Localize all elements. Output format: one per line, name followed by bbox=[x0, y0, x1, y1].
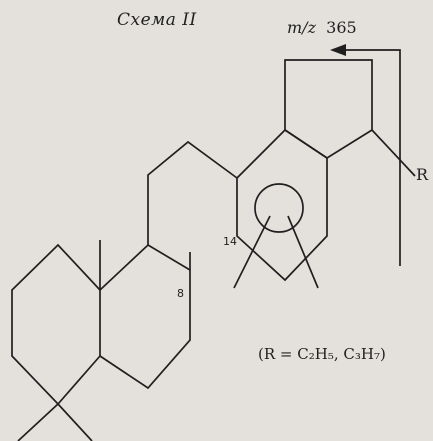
ring-b bbox=[99, 243, 191, 390]
ring-c-aromatic bbox=[236, 128, 328, 282]
mz-prefix: m/z bbox=[287, 18, 316, 37]
substituent-note: (R = C₂H₅, C₃H₇) bbox=[258, 345, 386, 363]
ring-d-cyclopentane bbox=[284, 59, 373, 160]
arrow-head-icon bbox=[330, 44, 346, 56]
aromatic-circle bbox=[254, 183, 304, 233]
cleavage-line-right bbox=[287, 215, 319, 289]
mz-fragment-label: m/z 365 bbox=[287, 20, 357, 36]
atom-number-14: 14 bbox=[223, 235, 237, 248]
scheme-title: Схема II bbox=[117, 10, 197, 30]
mz-value: 365 bbox=[326, 18, 357, 37]
gem-dimethyl bbox=[17, 403, 93, 441]
cleavage-line-left bbox=[233, 215, 271, 289]
linker-chain bbox=[147, 140, 238, 245]
ring-a bbox=[11, 243, 101, 406]
r-bond bbox=[371, 129, 416, 177]
r-group-label: R bbox=[416, 165, 429, 184]
atom-number-8: 8 bbox=[177, 287, 184, 300]
fragmentation-arrow bbox=[340, 49, 401, 266]
